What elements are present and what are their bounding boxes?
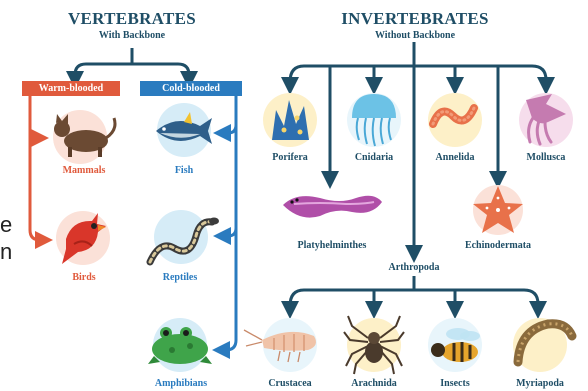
porifera-label: Porifera bbox=[250, 152, 330, 163]
arthropoda-label: Arthropoda bbox=[374, 262, 454, 273]
vertebrate-connector bbox=[75, 48, 189, 80]
amphibians-label: Amphibians bbox=[136, 378, 226, 389]
cold-blooded-connector bbox=[221, 96, 236, 350]
invertebrates-subtitle: Without Backbone bbox=[320, 30, 510, 41]
birds-label: Birds bbox=[44, 272, 124, 283]
flatworm-icon bbox=[283, 196, 382, 218]
millipede-icon bbox=[513, 318, 572, 372]
worm-icon bbox=[428, 93, 482, 147]
reptiles-label: Reptiles bbox=[140, 272, 220, 283]
platyhelminthes-label: Platyhelminthes bbox=[272, 240, 392, 251]
mollusca-label: Mollusca bbox=[506, 152, 586, 163]
vertebrates-subtitle: With Backbone bbox=[52, 30, 212, 41]
mammals-label: Mammals bbox=[44, 165, 124, 176]
warm-blooded-tag: Warm-blooded bbox=[22, 81, 120, 96]
jellyfish-icon bbox=[347, 93, 401, 147]
crustacea-label: Crustacea bbox=[250, 378, 330, 389]
vertebrates-title: VERTEBRATES bbox=[52, 9, 212, 29]
arachnida-label: Arachnida bbox=[334, 378, 414, 389]
starfish-icon bbox=[473, 185, 523, 235]
echinodermata-label: Echinodermata bbox=[446, 240, 550, 251]
sponge-icon bbox=[263, 93, 317, 147]
annelida-label: Annelida bbox=[415, 152, 495, 163]
cold-blooded-tag: Cold-blooded bbox=[140, 81, 242, 96]
invertebrates-title: INVERTEBRATES bbox=[320, 9, 510, 29]
cardinal-icon bbox=[56, 211, 110, 265]
snake-icon bbox=[150, 210, 219, 264]
spider-icon bbox=[344, 316, 404, 374]
frog-icon bbox=[148, 318, 212, 372]
fish-label: Fish bbox=[144, 165, 224, 176]
cnidaria-label: Cnidaria bbox=[334, 152, 414, 163]
cat-icon bbox=[53, 110, 115, 164]
warm-blooded-connector bbox=[30, 96, 44, 240]
insects-label: Insects bbox=[415, 378, 495, 389]
shrimp-icon bbox=[244, 318, 317, 372]
squid-icon bbox=[519, 93, 573, 147]
myriapoda-label: Myriapoda bbox=[498, 378, 582, 389]
bee-icon bbox=[428, 318, 482, 372]
fish-icon bbox=[156, 103, 212, 157]
